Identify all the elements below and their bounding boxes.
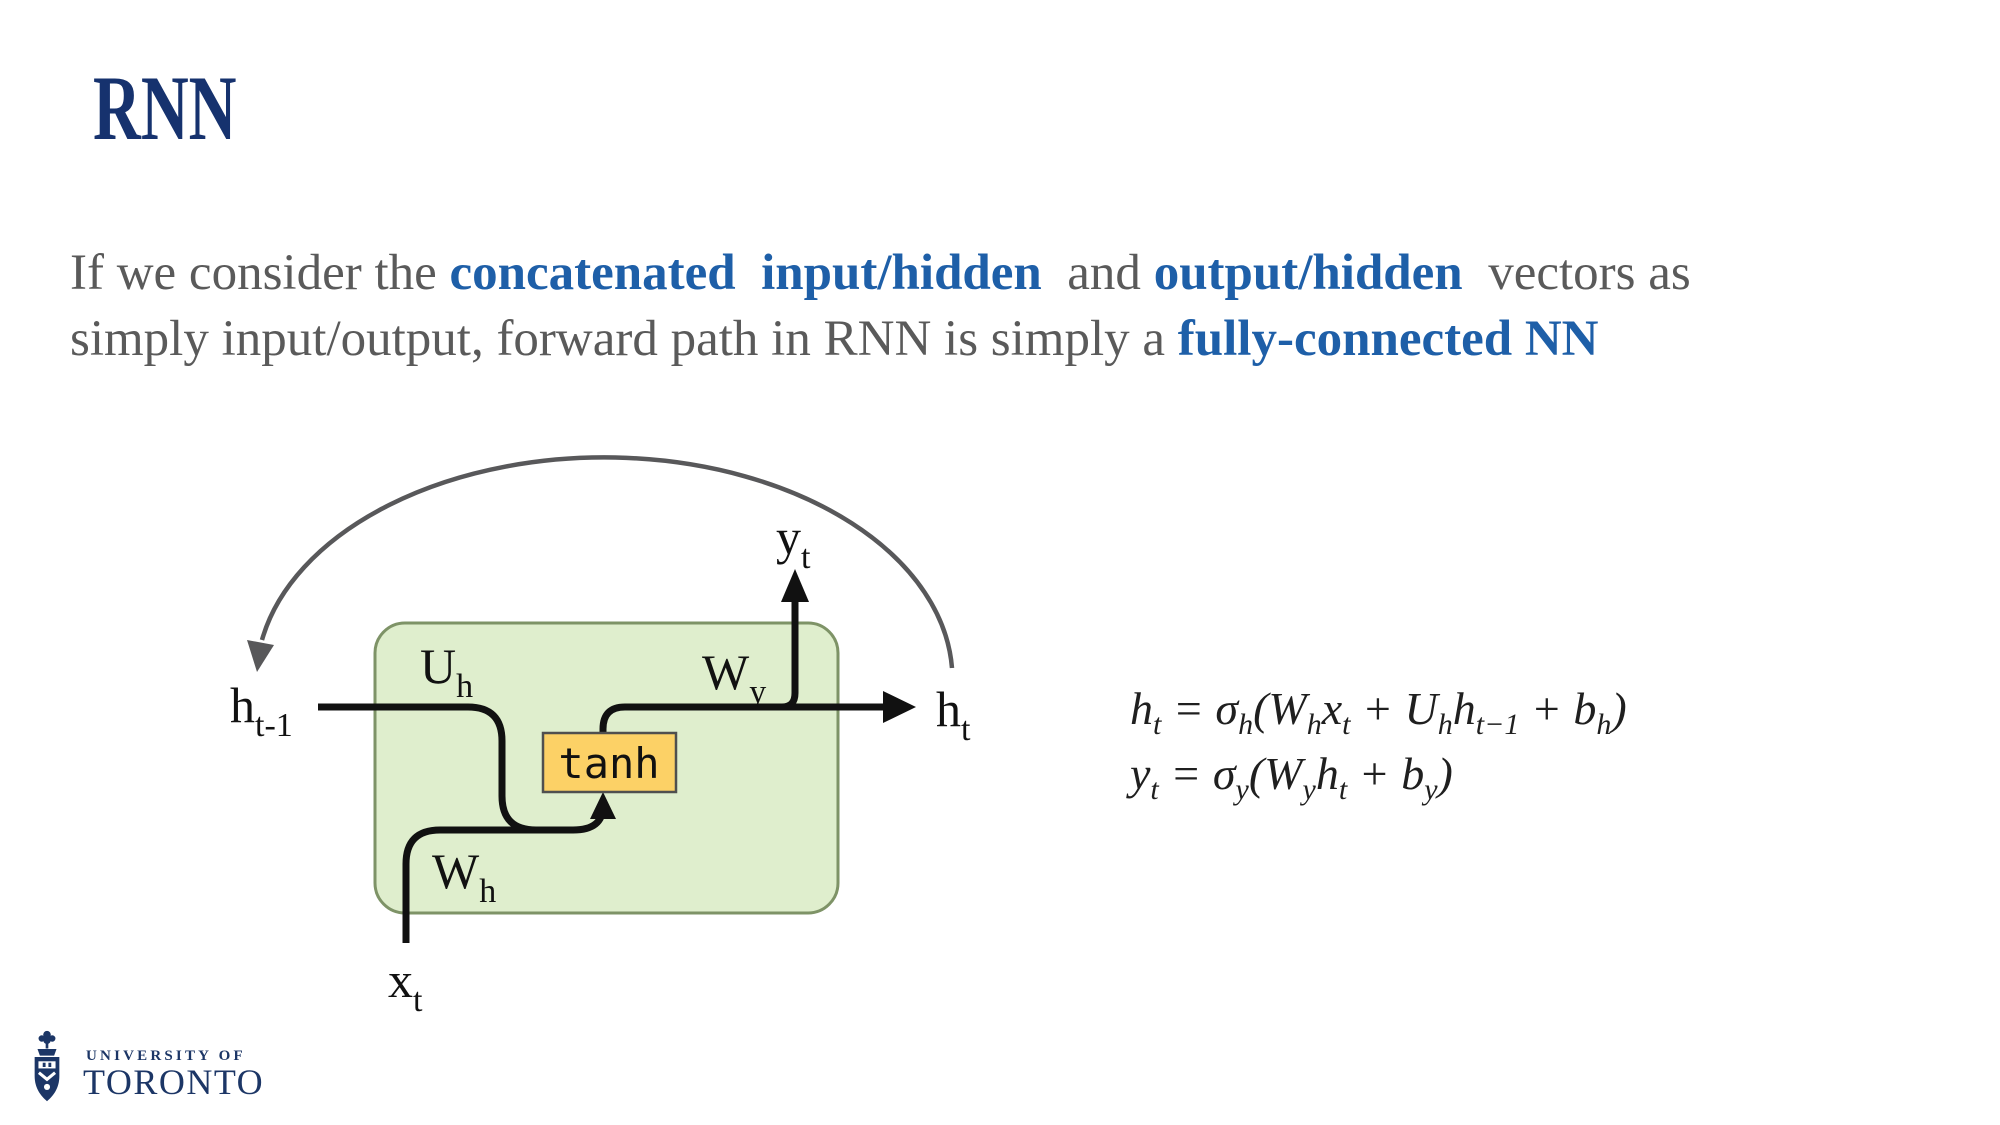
uoft-crest-icon [34, 1030, 60, 1102]
intro-text: and [1041, 245, 1154, 301]
intro-text: simply input/output, forward path in RNN… [70, 311, 1178, 367]
emphasis-text: output/hidden [1153, 245, 1463, 301]
tanh-box [541, 731, 678, 794]
page-title: RNN [93, 57, 237, 159]
uoft-wordmark-line1: UNIVERSITY OF [86, 1048, 246, 1064]
label-w-y: Wy [702, 644, 766, 711]
emphasis-text: concatenated input/hidden [449, 245, 1042, 301]
intro-line-2: simply input/output, forward path in RNN… [70, 306, 1930, 372]
tanh-label: tanh [558, 739, 659, 788]
hidden-state-output-path [599, 703, 884, 733]
label-y-t: yt [776, 509, 811, 576]
uoft-wordmark-line2: TORONTO [83, 1062, 265, 1102]
y-output-branch-path [781, 601, 799, 711]
intro-text: If we consider the [70, 245, 450, 301]
input-x-path [402, 805, 607, 943]
uoft-logo: UNIVERSITY OF TORONTO [0, 1020, 320, 1125]
label-h-t: ht [936, 681, 971, 748]
intro-text: vectors as [1462, 245, 1691, 301]
label-u-h: Uh [420, 638, 473, 705]
equation-output: yt = σy(Wyht + by) [1130, 748, 1453, 807]
intro-paragraph: If we consider the concatenated input/hi… [70, 240, 1930, 372]
label-h-prev: ht-1 [230, 677, 293, 744]
y-output-arrowhead-icon [781, 569, 809, 602]
label-w-h: Wh [432, 843, 496, 910]
loop-arrowhead-icon [247, 640, 274, 672]
label-x-t: xt [388, 952, 423, 1019]
equation-hidden-state: ht = σh(Whxt + Uhht−1 + bh) [1130, 683, 1627, 742]
recurrence-loop-arrow [259, 455, 955, 669]
output-arrowhead-icon [883, 691, 916, 723]
equations-block: ht = σh(Whxt + Uhht−1 + bh) yt = σy(Wyht… [1130, 676, 1627, 806]
intro-line-1: If we consider the concatenated input/hi… [70, 240, 1930, 306]
tanh-input-arrowhead-icon [590, 792, 616, 819]
emphasis-text: fully-connected NN [1177, 311, 1599, 367]
